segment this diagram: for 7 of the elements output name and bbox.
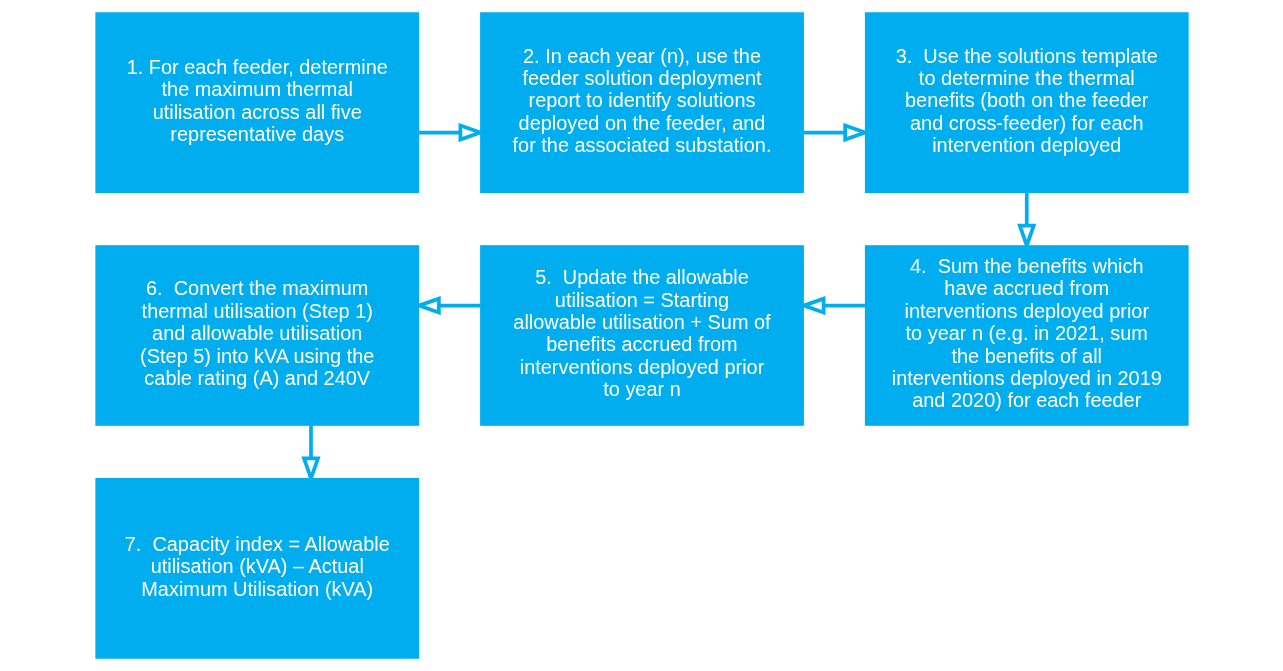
node-box: 2. In each year (n), use the feeder solution deployment report to identify solutions deployed on the feeder, and for the associated substation. (479, 12, 804, 193)
node-box: 3. Use the solutions template to determine the thermal benefits (both on the feeder and cross-feeder) for each intervention deployed (864, 12, 1189, 193)
node-box: 4. Sum the benefits which have accrued from interventions deployed prior to year n (e.g. in 2021, sum the benefits of all interventions deployed in 2019 and 2020) for each feeder (864, 245, 1189, 426)
node-box: 6. Convert the maximum thermal utilisation (Step 1) and allowable utilisation (Step 5) into kVA using the cable rating (A) and 240V (94, 245, 419, 426)
node-box: 7. Capacity index = Allowable utilisation (kVA) – Actual Maximum Utilisation (kVA) (94, 478, 419, 659)
node-box: 1. For each feeder, determine the maximum thermal utilisation across all five representative days (94, 12, 419, 193)
node-box: 5. Update the allowable utilisation = Starting allowable utilisation + Sum of benefits accrued from interventions deployed prior to year n (479, 245, 804, 426)
